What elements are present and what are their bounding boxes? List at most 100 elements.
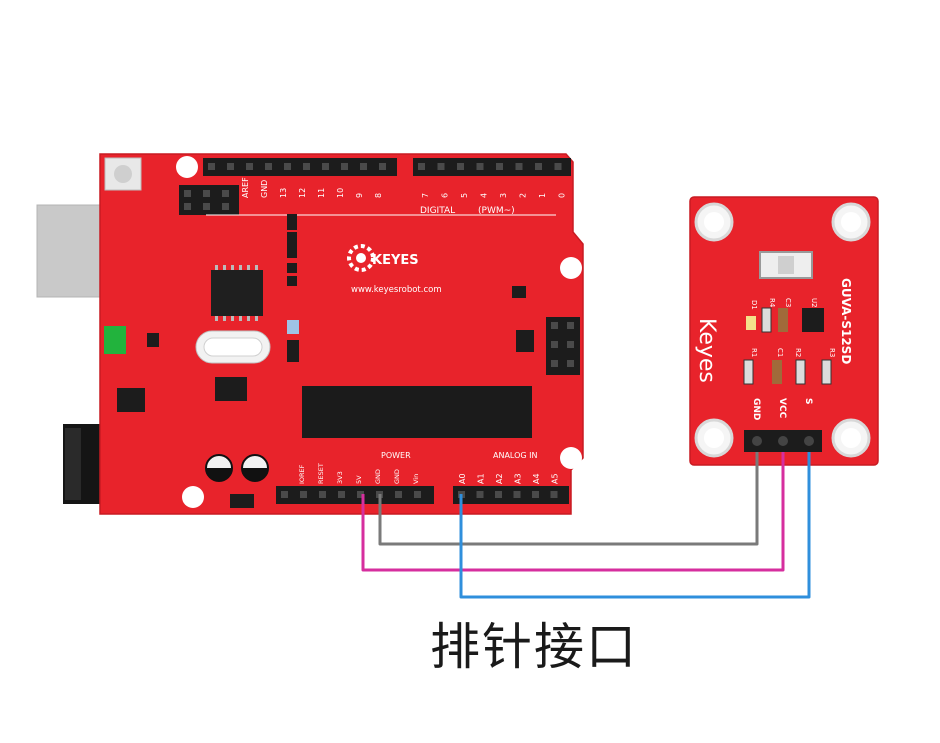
icsp-header-usb [179, 185, 239, 215]
header-pin [246, 163, 253, 170]
header-pin [551, 341, 558, 348]
header-pin [395, 491, 402, 498]
analog-label: ANALOG IN [493, 451, 538, 460]
mounting-hole [176, 156, 198, 178]
sensor-brand: Keyes [694, 318, 719, 383]
wire-vcc [361, 452, 785, 572]
header-pin [203, 203, 210, 210]
component-label: C1 [776, 348, 784, 357]
header-pin [414, 491, 421, 498]
mounting-hole [560, 447, 582, 469]
component-label: R1 [750, 348, 758, 357]
mounting-hole [182, 486, 204, 508]
digital-header-low [413, 158, 571, 176]
header-pin [341, 163, 348, 170]
power-pin-label: GND [374, 469, 382, 484]
brand-text: KEYES [372, 253, 419, 268]
header-pin [567, 360, 574, 367]
digital-pin-label: 4 [480, 193, 489, 198]
header-pin [551, 360, 558, 367]
sensor-model: GUVA-S12SD [839, 278, 853, 364]
header-pin [515, 163, 523, 170]
component-label: C3 [784, 298, 792, 307]
analog-pin-label: A5 [551, 473, 560, 484]
header-pin [300, 491, 307, 498]
header-pin [303, 163, 310, 170]
header-pin [550, 491, 558, 498]
digital-pin-label: GND [260, 180, 269, 198]
power-pin-label: 3V3 [336, 471, 344, 484]
component-label: R4 [768, 298, 776, 308]
sensor-pin-label: GND [751, 398, 761, 420]
mcu-chip [302, 386, 532, 438]
header-pin [476, 491, 484, 498]
component-label: D1 [750, 300, 758, 310]
analog-pin-label: A0 [458, 473, 467, 484]
sensor-pin-label: S [803, 398, 813, 404]
header-pin [495, 491, 502, 498]
header-pin [418, 163, 425, 170]
header-pin [203, 190, 210, 197]
analog-header [453, 486, 569, 504]
digital-pin-label: 11 [317, 188, 326, 198]
digital-pin-label: 13 [279, 188, 288, 198]
digital-pin-label: 3 [499, 193, 508, 198]
usb-chip [211, 270, 263, 316]
component-label: R2 [794, 348, 802, 357]
digital-pin-label: AREF [241, 177, 250, 198]
power-pin-label: IOREF [298, 464, 306, 484]
header-pin [535, 163, 542, 170]
power-pin-label: 5V [355, 475, 363, 484]
header-pin [184, 190, 191, 197]
header-pin [567, 322, 574, 329]
header-pin [357, 491, 364, 498]
digital-pin-label: 7 [421, 193, 430, 198]
digital-pin-label: 2 [519, 193, 528, 198]
pwm-label: (PWM~) [478, 206, 515, 216]
analog-pin-label: A3 [514, 473, 523, 484]
digital-label: DIGITAL [420, 206, 455, 216]
digital-header-high [203, 158, 397, 176]
header-pin [284, 163, 291, 170]
digital-pin-label: 10 [336, 188, 345, 198]
power-header [276, 486, 434, 504]
component-label: U2 [810, 298, 818, 308]
header-pin [222, 190, 229, 197]
header-pin [184, 203, 191, 210]
digital-pin-label: 6 [441, 193, 450, 198]
digital-pin-label: 5 [460, 193, 469, 198]
header-pin [338, 491, 345, 498]
digital-pin-label: 0 [558, 193, 567, 198]
header-pin [208, 163, 215, 170]
header-pin [265, 163, 272, 170]
header-pin [496, 163, 503, 170]
header-pin [281, 491, 288, 498]
header-pin [457, 163, 464, 170]
wire-signal [459, 452, 811, 599]
analog-pin-label: A1 [477, 473, 486, 484]
green-component [104, 326, 126, 354]
header-pin [532, 491, 539, 498]
led-d1 [746, 316, 756, 330]
power-label: POWER [381, 451, 411, 460]
mounting-hole [560, 257, 582, 279]
wire-gnd [378, 452, 759, 546]
header-pin [554, 163, 562, 170]
sensor-pin-label: VCC [777, 398, 787, 419]
header-pin [360, 163, 367, 170]
analog-pin-label: A2 [495, 473, 504, 484]
header-pin [476, 163, 484, 170]
header-pin [567, 341, 574, 348]
header-pin [222, 203, 229, 210]
analog-pin-label: A4 [532, 473, 541, 484]
power-pin-label: Vin [412, 474, 420, 484]
header-pin [437, 163, 445, 170]
power-pin-label: GND [393, 469, 401, 484]
power-pin-label: RESET [317, 463, 325, 484]
header-pin [227, 163, 234, 170]
digital-pin-label: 9 [355, 193, 364, 198]
opamp-u2 [802, 308, 824, 332]
digital-pin-label: 12 [298, 188, 307, 198]
header-pin [319, 491, 326, 498]
